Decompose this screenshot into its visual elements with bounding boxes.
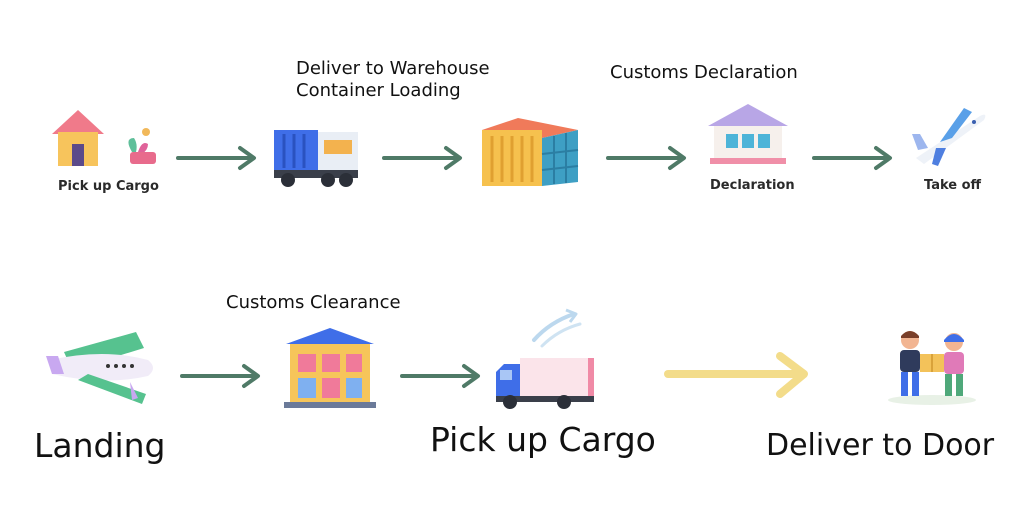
container-loading-label: Container Loading <box>296 80 461 101</box>
flow-arrow <box>606 146 686 170</box>
truck-icon <box>274 130 358 187</box>
airplane-landing-icon <box>46 332 153 404</box>
big-flow-arrow <box>664 352 808 398</box>
takeoff-label: Take off <box>924 178 982 193</box>
flow-arrow <box>176 146 256 170</box>
flow-arrow <box>400 364 480 388</box>
house-icon <box>52 110 156 166</box>
flow-arrow <box>812 146 892 170</box>
handover-people-icon <box>888 331 976 405</box>
declaration-label: Declaration <box>710 178 795 193</box>
airplane-takeoff-icon <box>912 108 986 166</box>
customs-office-icon <box>708 104 788 164</box>
pickup-cargo-label: Pick up Cargo <box>58 179 159 194</box>
customs-clearance-label: Customs Clearance <box>226 292 401 313</box>
deliver-warehouse-label: Deliver to Warehouse <box>296 58 490 79</box>
deliver-to-door-label: Deliver to Door <box>766 428 995 463</box>
flow-arrow <box>180 364 260 388</box>
warehouse-icon <box>482 118 579 186</box>
landing-label: Landing <box>34 426 166 465</box>
flow-arrow <box>382 146 462 170</box>
customs-building-icon <box>284 328 376 408</box>
pickup-cargo-big-label: Pick up Cargo <box>430 420 656 459</box>
customs-declaration-label: Customs Declaration <box>610 62 798 83</box>
delivery-truck-icon <box>496 308 594 409</box>
